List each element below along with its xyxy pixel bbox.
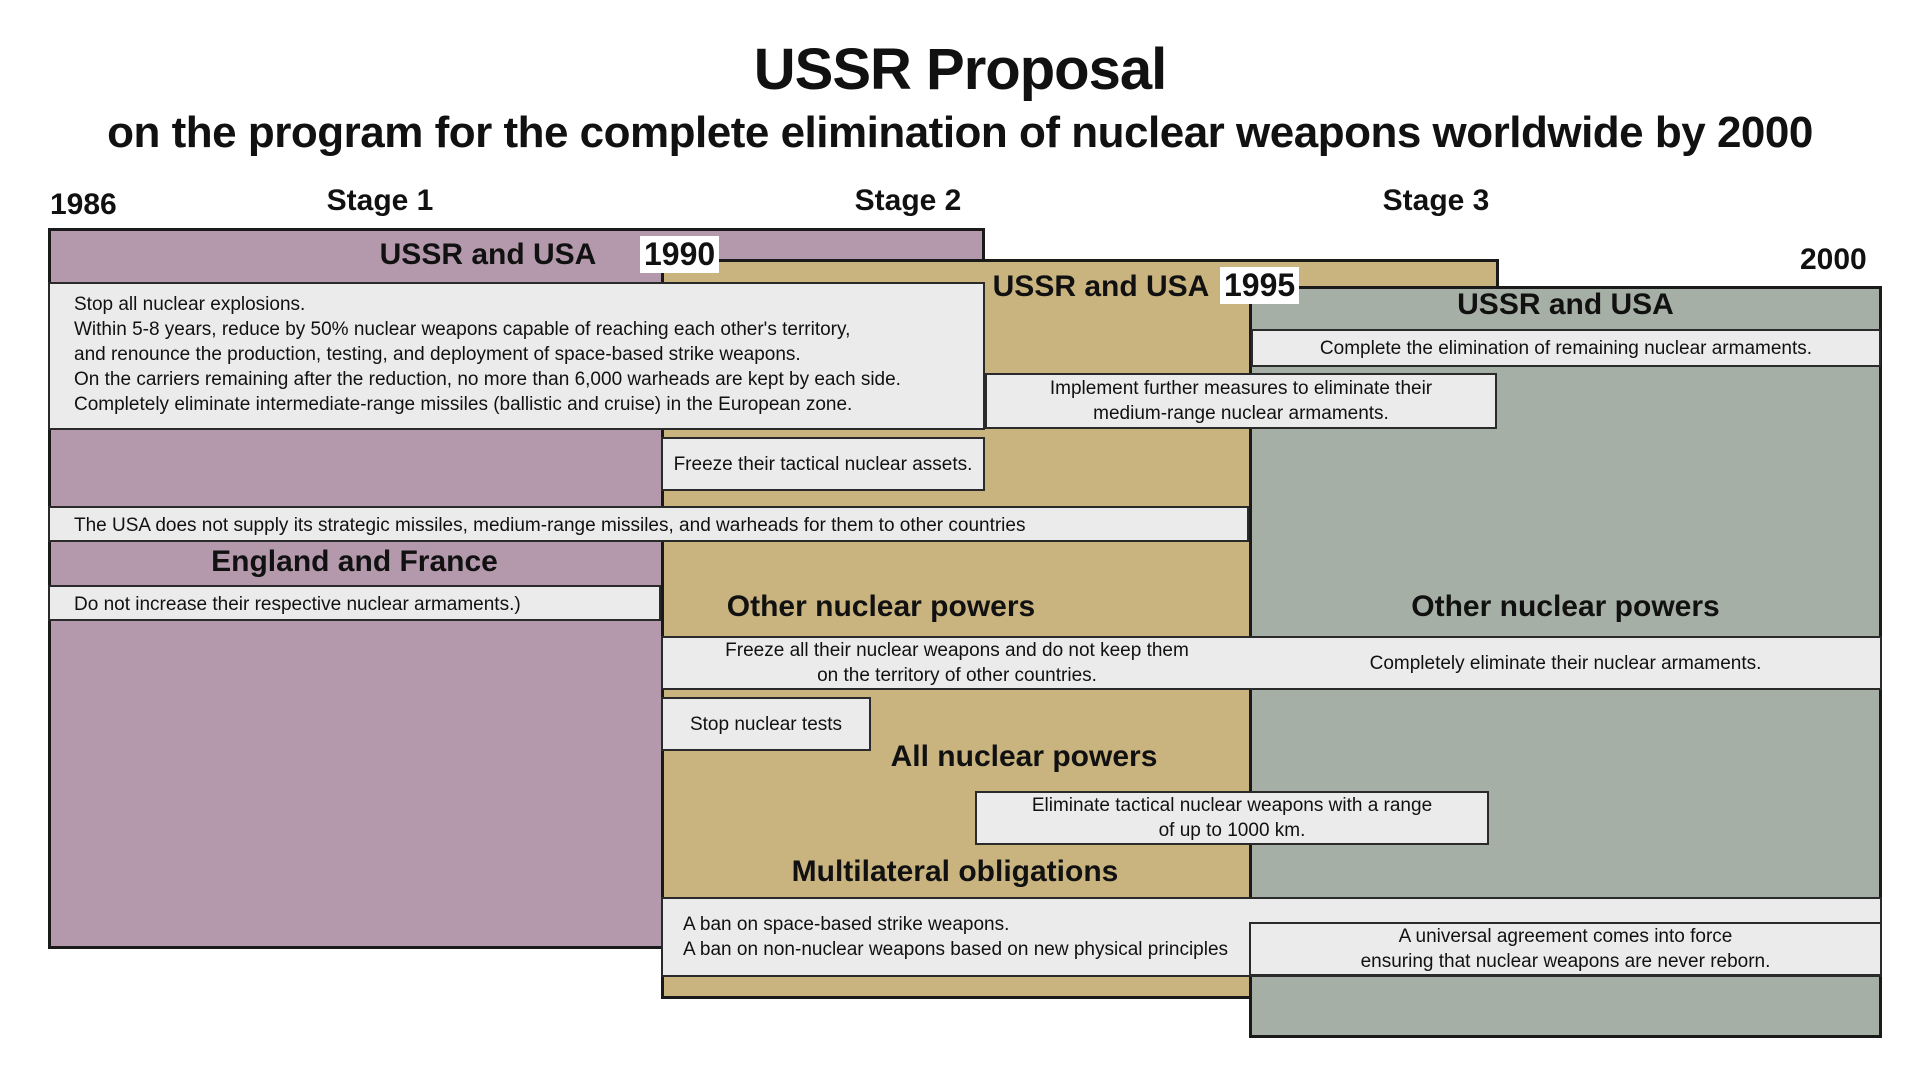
stage-2-ussr-usa-heading: USSR and USA	[992, 270, 1210, 303]
stop-nuclear-tests: Stop nuclear tests	[661, 697, 871, 751]
stage-1-ussr-usa-measures: Stop all nuclear explosions. Within 5-8 …	[48, 282, 985, 430]
year-1986: 1986	[50, 188, 117, 221]
stage-1-label: Stage 1	[326, 184, 434, 217]
tactical-line-2: of up to 1000 km.	[1158, 820, 1306, 841]
stage-1-ussr-usa-heading: USSR and USA	[379, 238, 597, 271]
england-france-item: Do not increase their respective nuclear…	[48, 585, 661, 621]
measure-6000-warheads: On the carriers remaining after the redu…	[74, 369, 901, 390]
stage-3-ussr-usa-heading: USSR and USA	[1457, 288, 1674, 321]
further-measures-line-2: medium-range nuclear armaments.	[1093, 403, 1389, 424]
all-nuclear-powers-heading: All nuclear powers	[890, 740, 1158, 773]
year-1995: 1995	[1220, 267, 1300, 304]
page-subtitle: on the program for the complete eliminat…	[107, 108, 1813, 157]
other-powers-band: Freeze all their nuclear weapons and do …	[661, 636, 1882, 690]
measure-eliminate-intermediate: Completely eliminate intermediate-range …	[74, 394, 853, 415]
stage-3-label: Stage 3	[1382, 184, 1490, 217]
multilateral-bans: A ban on space-based strike weapons. A b…	[663, 899, 1251, 975]
freeze-all-line-2: on the territory of other countries.	[817, 665, 1097, 686]
stage-2-other-powers-heading: Other nuclear powers	[726, 590, 1036, 623]
year-1990: 1990	[640, 236, 720, 273]
stage-2-further-measures: Implement further measures to eliminate …	[985, 373, 1497, 429]
stage-2-label: Stage 2	[854, 184, 962, 217]
universal-agreement: A universal agreement comes into force e…	[1249, 922, 1882, 976]
page-title: USSR Proposal	[753, 37, 1167, 102]
eliminate-tactical-1000km: Eliminate tactical nuclear weapons with …	[975, 791, 1489, 845]
tactical-line-1: Eliminate tactical nuclear weapons with …	[1031, 795, 1433, 816]
measure-reduce-50: Within 5-8 years, reduce by 50% nuclear …	[74, 319, 851, 340]
ban-non-nuclear-weapons: A ban on non-nuclear weapons based on ne…	[683, 939, 1229, 960]
measure-renounce-space: and renounce the production, testing, an…	[74, 344, 801, 365]
stage-2-freeze-tactical: Freeze their tactical nuclear assets.	[661, 437, 985, 491]
stage-3-complete-elimination: Complete the elimination of remaining nu…	[1251, 329, 1881, 367]
stage-3-other-powers-heading: Other nuclear powers	[1411, 590, 1720, 623]
ban-space-weapons: A ban on space-based strike weapons.	[683, 914, 1010, 935]
stage-2-freeze-all: Freeze all their nuclear weapons and do …	[663, 638, 1251, 688]
universal-line-2: ensuring that nuclear weapons are never …	[1360, 951, 1771, 972]
further-measures-line-1: Implement further measures to eliminate …	[1049, 378, 1433, 399]
universal-line-1: A universal agreement comes into force	[1398, 926, 1733, 947]
year-2000: 2000	[1800, 243, 1867, 276]
multilateral-obligations-heading: Multilateral obligations	[791, 855, 1119, 888]
stage-3-eliminate-all: Completely eliminate their nuclear armam…	[1369, 652, 1762, 674]
freeze-all-line-1: Freeze all their nuclear weapons and do …	[725, 640, 1189, 661]
england-france-heading: England and France	[211, 545, 498, 578]
usa-supply-restriction: The USA does not supply its strategic mi…	[48, 506, 1249, 542]
measure-stop-explosions: Stop all nuclear explosions.	[74, 294, 306, 315]
